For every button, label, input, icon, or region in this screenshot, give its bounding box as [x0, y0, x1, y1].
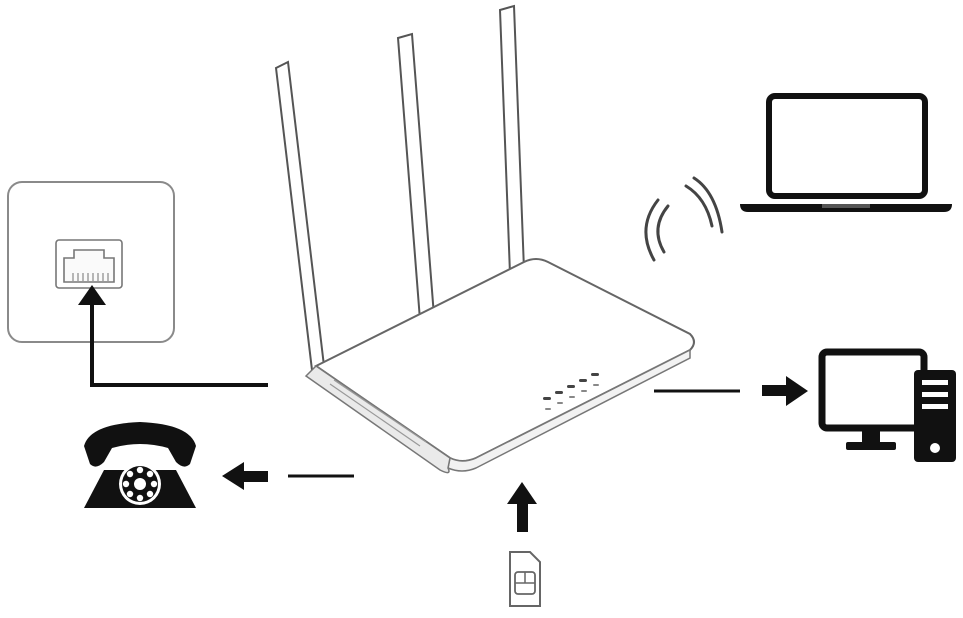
- connection-router-to-wall-socket: [78, 285, 268, 387]
- desktop-computer-icon: [818, 348, 956, 462]
- router-body: [314, 258, 695, 462]
- laptop-icon: [740, 93, 952, 212]
- router-indicator-leds: [543, 373, 599, 410]
- rotary-telephone-icon: [84, 422, 196, 508]
- arrow-up-icon: [78, 285, 106, 305]
- connection-router-to-telephone: [222, 462, 354, 490]
- arrow-left-icon: [222, 462, 244, 490]
- arrow-up-icon: [507, 482, 537, 504]
- router-antennas: [274, 4, 526, 372]
- connection-router-to-desktop: [654, 376, 808, 406]
- wifi-waves-icon: [644, 176, 724, 262]
- connection-sim-to-router: [507, 482, 537, 532]
- rj45-port: [55, 239, 123, 289]
- arrow-right-icon: [786, 376, 808, 406]
- ethernet-wall-socket-icon: [7, 181, 175, 343]
- wifi-router-icon: [274, 4, 695, 474]
- sim-card-icon: [509, 551, 541, 607]
